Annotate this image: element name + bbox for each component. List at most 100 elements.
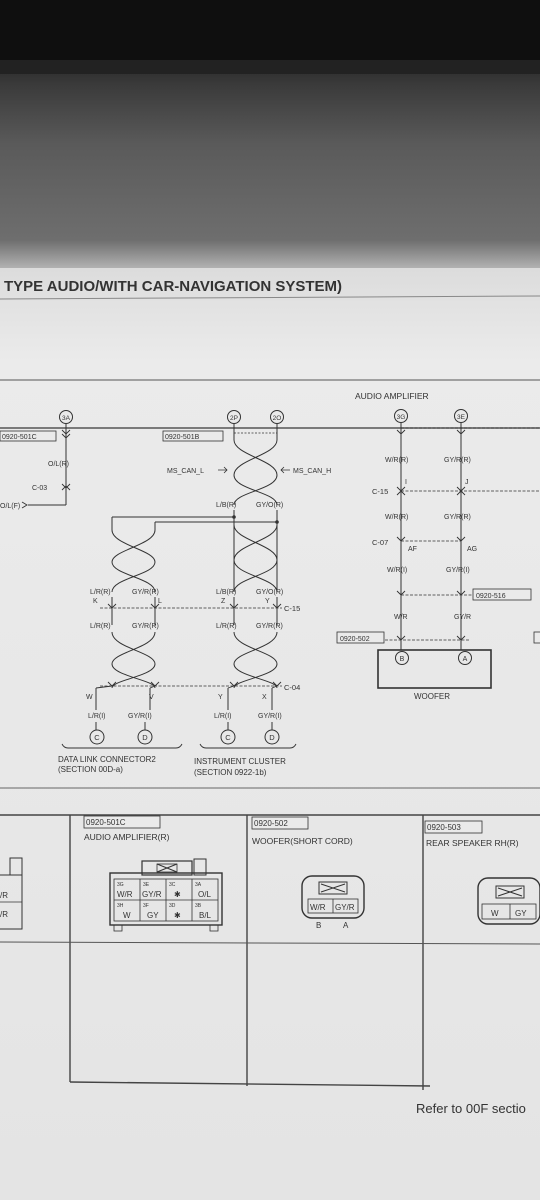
wire-gyr-i-a: GY/R(I)	[128, 713, 152, 720]
pin-x: X	[262, 694, 267, 701]
terminal-3e: 3E	[454, 409, 468, 423]
svg-text:GY: GY	[515, 909, 527, 918]
svg-text:2P: 2P	[230, 415, 238, 422]
wire-gyr-r-amp: GY/R(R)	[444, 457, 471, 464]
instrument-cluster-name: INSTRUMENT CLUSTER	[194, 757, 286, 766]
wire-gyr-r-b: GY/R(R)	[132, 623, 159, 630]
rear-speaker-connector-face: W GY	[477, 877, 540, 925]
connector-c15: C-15	[284, 604, 300, 613]
pin-af: AF	[408, 546, 417, 553]
svg-text:A: A	[463, 656, 468, 663]
woofer-label: WOOFER	[414, 692, 450, 701]
wire-gyr: GY/R	[454, 614, 471, 621]
svg-text:3E: 3E	[143, 882, 150, 888]
table-col3-code: 0920-503	[427, 823, 461, 832]
svg-text:W/R: W/R	[117, 890, 133, 899]
terminal-d-dlc: D	[137, 729, 153, 745]
svg-text:GY/R: GY/R	[335, 903, 355, 912]
svg-text:GY/R: GY/R	[142, 890, 162, 899]
connector-0920-501c: 0920-501C	[2, 434, 37, 441]
table-col2-name: WOOFER(SHORT CORD)	[252, 836, 353, 846]
wire-wr-i: W/R(I)	[387, 567, 407, 574]
pin-v: V	[149, 694, 154, 701]
connector-c15-amp: C-15	[372, 487, 388, 496]
refer-note: Refer to 00F sectio	[416, 1101, 526, 1116]
svg-text:D: D	[269, 733, 275, 742]
svg-text:✱: ✱	[174, 890, 181, 899]
dlc-name: DATA LINK CONNECTOR2	[58, 755, 156, 764]
connector-c04: C-04	[284, 683, 300, 692]
woofer-box	[377, 649, 492, 689]
pin-z: Z	[221, 598, 226, 605]
svg-text:3G: 3G	[117, 882, 124, 888]
page-header-title: TYPE AUDIO/WITH CAR-NAVIGATION SYSTEM)	[4, 278, 342, 295]
connector-0920-502: 0920-502	[340, 636, 370, 643]
svg-text:/R: /R	[0, 891, 8, 900]
terminal-2p: 2P	[227, 410, 241, 424]
svg-text:C: C	[94, 733, 100, 742]
table-col1-code: 0920-501C	[86, 818, 126, 827]
woofer-connector-face: W/R GY/R B A	[301, 875, 365, 930]
instrument-cluster-section: (SECTION 0922-1b)	[194, 768, 267, 777]
dlc-section: (SECTION 00D-a)	[58, 765, 123, 774]
svg-text:D: D	[142, 733, 148, 742]
pin-w: W	[86, 694, 93, 701]
svg-text:/R: /R	[0, 910, 8, 919]
wire-ms-can-h: MS_CAN_H	[293, 468, 331, 475]
pin-y: Y	[265, 598, 270, 605]
wire-wr-r-2: W/R(R)	[385, 514, 408, 521]
svg-text:GY: GY	[147, 911, 159, 920]
wire-lr-r-b: L/R(R)	[90, 623, 111, 630]
wire-gyr-i-b: GY/R(I)	[258, 713, 282, 720]
wire-lb-r: L/B(R)	[216, 502, 236, 509]
wire-ol-f: O/L(F)	[0, 503, 20, 510]
svg-text:3A: 3A	[62, 415, 71, 422]
svg-text:3B: 3B	[195, 903, 202, 909]
connector-c07: C-07	[372, 538, 388, 547]
terminal-3g: 3G	[394, 409, 408, 423]
svg-text:3D: 3D	[169, 903, 176, 909]
svg-text:2O: 2O	[273, 415, 282, 422]
wire-lr-r-a: L/R(R)	[90, 589, 111, 596]
terminal-b-woofer: B	[395, 651, 409, 665]
svg-text:W: W	[491, 909, 499, 918]
pin-j: J	[465, 479, 469, 486]
pin-i: I	[405, 479, 407, 486]
wire-ol-r: O/L(R)	[48, 461, 69, 468]
pin-y-2: Y	[218, 694, 223, 701]
wire-wr-r: W/R(R)	[385, 457, 408, 464]
svg-text:W: W	[123, 911, 131, 920]
svg-text:O/L: O/L	[198, 890, 211, 899]
svg-text:3C: 3C	[169, 882, 176, 888]
svg-text:W/R: W/R	[310, 903, 326, 912]
left-partial-connector: /R /R	[0, 857, 23, 930]
connector-0920-501b: 0920-501B	[165, 434, 200, 441]
svg-text:3G: 3G	[397, 414, 406, 421]
svg-text:B/L: B/L	[199, 911, 212, 920]
svg-text:3F: 3F	[143, 903, 149, 909]
pin-ag: AG	[467, 546, 477, 553]
wire-ms-can-l: MS_CAN_L	[167, 468, 204, 475]
connector-c03: C-03	[32, 485, 47, 492]
svg-text:B: B	[400, 656, 405, 663]
table-col1-name: AUDIO AMPLIFIER(R)	[84, 832, 170, 842]
wire-gyr-r-c: GY/R(R)	[256, 623, 283, 630]
wire-lb-r-2: L/B(R)	[216, 589, 236, 596]
terminal-2o: 2O	[270, 410, 284, 424]
terminal-c-dlc: C	[89, 729, 105, 745]
paper-sheet	[0, 268, 540, 1200]
terminal-a-woofer: A	[458, 651, 472, 665]
audio-amplifier-title: AUDIO AMPLIFIER	[355, 391, 429, 401]
svg-text:C: C	[225, 733, 231, 742]
wire-gyr-i-amp: GY/R(I)	[446, 567, 470, 574]
pin-l: L	[158, 598, 162, 605]
wire-gyo-r-2: GY/O(R)	[256, 589, 283, 596]
wire-lr-i-a: L/R(I)	[88, 713, 106, 720]
connector-0920-516: 0920-516	[476, 593, 506, 600]
terminal-c-ic: C	[220, 729, 236, 745]
table-col3-name: REAR SPEAKER RH(R)	[426, 838, 519, 848]
wire-lr-r-c: L/R(R)	[216, 623, 237, 630]
wire-lr-i-b: L/R(I)	[214, 713, 232, 720]
svg-text:A: A	[343, 921, 349, 930]
